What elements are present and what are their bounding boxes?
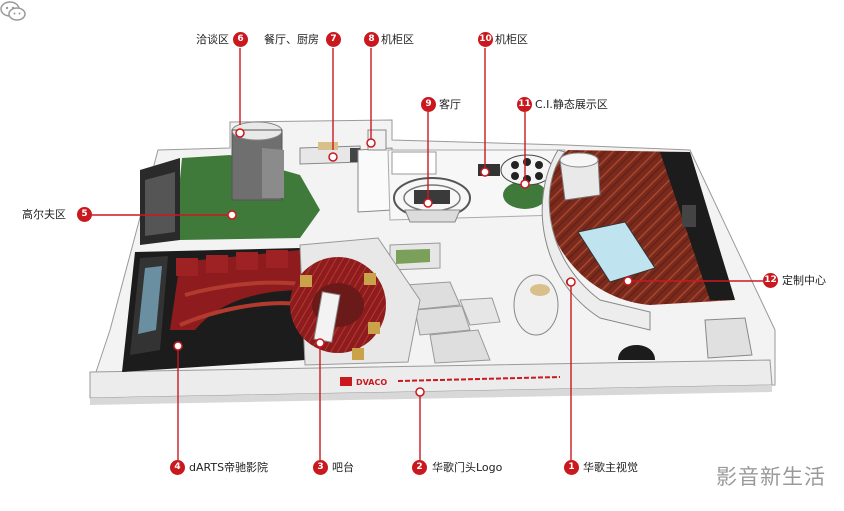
art-panel [389,242,441,271]
reception-island [513,274,574,336]
callout-badge-4: 4 [170,460,185,475]
callout-label-10: 机柜区 [495,33,528,46]
callout-badge-8: 8 [364,32,379,47]
callout-badge-1: 1 [564,460,579,475]
callout-badge-3: 3 [313,460,328,475]
callout-badge-2: 2 [412,460,427,475]
darts-theater [122,248,305,372]
callout-label-11: C.I.静态展示区 [535,98,608,111]
callout-label-9: 客厅 [439,98,461,111]
callout-badge-12: 12 [763,273,778,288]
callout-label-7: 餐厅、厨房 [264,33,319,46]
callout-label-4: dARTS帝驰影院 [189,461,269,474]
callout-label-3: 吧台 [332,461,354,474]
bar-counter [290,237,421,366]
callout-target-dots [173,128,633,397]
lounge-seats [404,281,501,364]
wall-logo-mark: DVACO [340,376,561,387]
round-pod [618,317,753,360]
callout-label-1: 华歌主视觉 [583,461,638,474]
callout-badge-5: 5 [77,207,92,222]
ci-display-area [500,154,554,209]
callout-label-8: 机柜区 [381,33,414,46]
wechat-icon [0,1,26,21]
callout-label-2: 华歌门头Logo [432,461,503,474]
callout-leader-lines [92,48,763,460]
callout-badge-10: 10 [478,32,493,47]
callout-badge-7: 7 [326,32,341,47]
callout-label-5: 高尔夫区 [22,208,66,221]
callout-badge-11: 11 [517,97,532,112]
callout-label-6: 洽谈区 [196,33,229,46]
callout-label-12: 定制中心 [782,274,826,287]
watermark-text: 影音新生活 [716,465,826,489]
callout-badge-9: 9 [421,97,436,112]
cabinet-tower-8 [357,129,393,213]
callout-badge-6: 6 [233,32,248,47]
wall-logo-text: DVACO [356,378,387,387]
meeting-cylinder [231,121,284,201]
